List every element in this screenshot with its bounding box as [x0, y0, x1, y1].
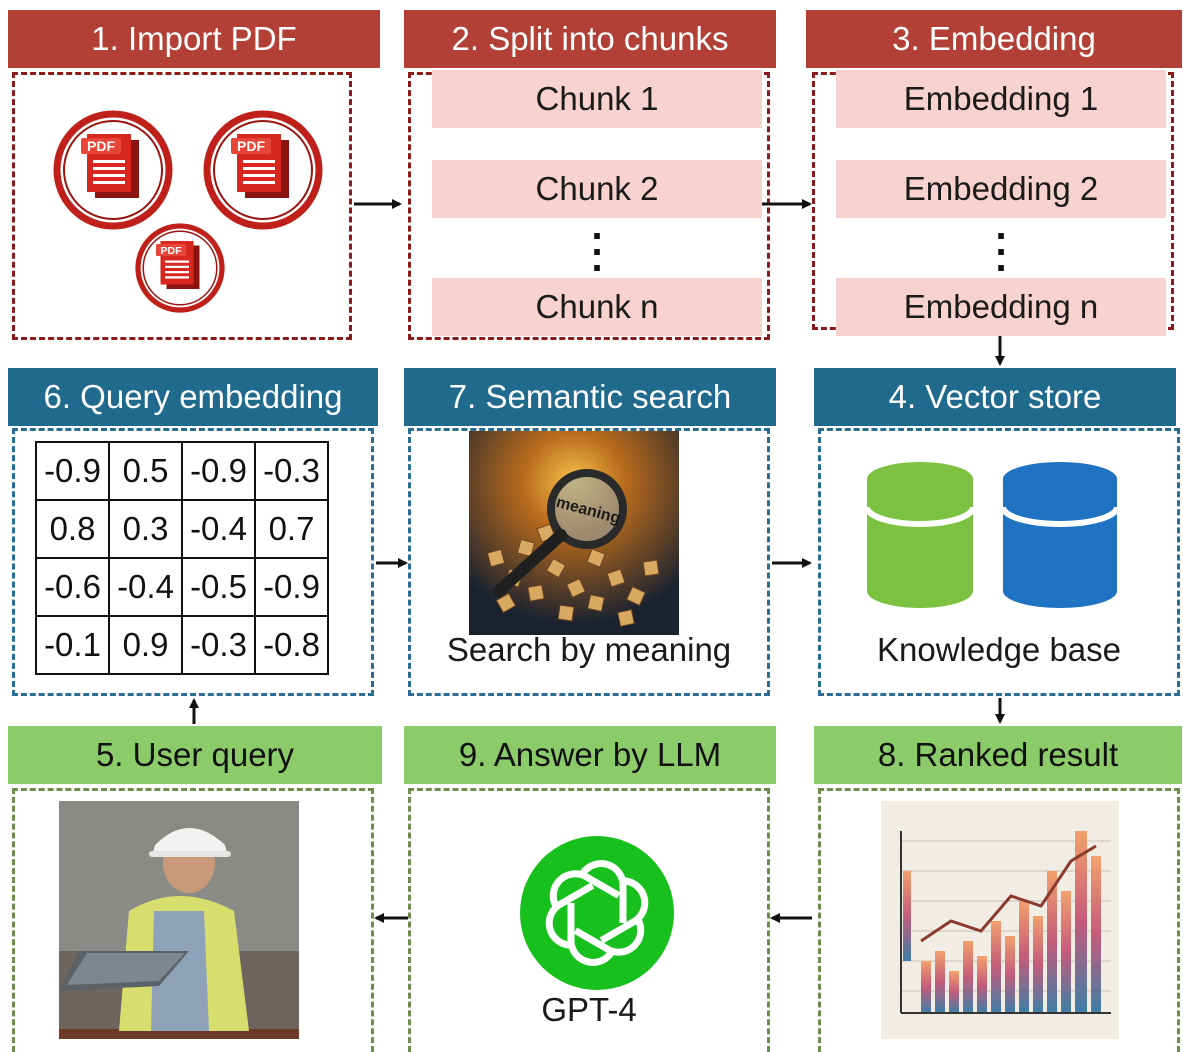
matrix-cell: 0.8 [35, 499, 110, 559]
matrix-cell: -0.6 [35, 557, 110, 617]
matrix-cell: -0.4 [108, 557, 183, 617]
chunk-label: Chunk 2 [535, 170, 659, 207]
ellipsis-dots: ... [995, 204, 1007, 280]
step-5-header: 5. User query [8, 726, 382, 784]
user-photo [59, 801, 299, 1039]
step-4-title: 4. Vector store [888, 378, 1102, 415]
import-pdf-box: PDF PDF PDF [12, 72, 352, 340]
llm-caption: GPT-4 [541, 991, 637, 1028]
ranked-chart-image [881, 801, 1119, 1039]
step-5-title: 5. User query [95, 736, 295, 773]
step-9-title: 9. Answer by LLM [458, 736, 722, 773]
chunk-item: Chunk 1 [432, 70, 762, 128]
step-9-header: 9. Answer by LLM [404, 726, 776, 784]
step-7-title: 7. Semantic search [448, 378, 732, 415]
knowledge-caption: Knowledge base [876, 631, 1122, 668]
matrix-cell: -0.5 [181, 557, 256, 617]
step-4-header: 4. Vector store [814, 368, 1176, 426]
step-8-header: 8. Ranked result [814, 726, 1182, 784]
matrix-cell: 0.5 [108, 441, 183, 501]
embedding-item: Embedding 1 [836, 70, 1166, 128]
matrix-row: -0.6-0.4-0.5-0.9 [35, 557, 329, 617]
chunk-label: Chunk 1 [535, 80, 659, 117]
user-query-box [12, 788, 374, 1052]
matrix-cell: 0.3 [108, 499, 183, 559]
matrix-cell: -0.8 [254, 615, 329, 675]
step-8-title: 8. Ranked result [877, 736, 1119, 773]
matrix-cell: -0.1 [35, 615, 110, 675]
pdf-icon-label: PDF [161, 245, 183, 257]
step-1-title: 1. Import PDF [91, 20, 297, 57]
embedding-label: Embedding n [903, 288, 1099, 325]
matrix-cell: -0.9 [181, 441, 256, 501]
chunk-item: Chunk 2 [432, 160, 762, 218]
matrix-cell: 0.9 [108, 615, 183, 675]
pdf-icon: PDF [53, 110, 173, 230]
pdf-icon-label: PDF [87, 138, 115, 154]
embedding-item: Embedding n [836, 278, 1166, 336]
embedding-item: Embedding 2 [836, 160, 1166, 218]
step-3-title: 3. Embedding [892, 20, 1096, 57]
pdf-icon-label: PDF [237, 138, 265, 154]
database-icon [865, 461, 975, 609]
ellipsis-dots: ... [591, 204, 603, 280]
matrix-cell: 0.7 [254, 499, 329, 559]
step-7-header: 7. Semantic search [404, 368, 776, 426]
embedding-label: Embedding 2 [903, 170, 1099, 207]
semantic-search-image: meaning [469, 431, 679, 635]
pdf-icon: PDF [135, 223, 225, 313]
gpt-logo-icon [519, 835, 675, 991]
step-2-header: 2. Split into chunks [404, 10, 776, 68]
step-2-title: 2. Split into chunks [451, 20, 729, 57]
chunk-label: Chunk n [535, 288, 659, 325]
chunk-item: Chunk n [432, 278, 762, 336]
matrix-cell: -0.4 [181, 499, 256, 559]
matrix-cell: -0.9 [35, 441, 110, 501]
matrix-cell: -0.9 [254, 557, 329, 617]
search-caption: Search by meaning [446, 631, 732, 668]
step-6-header: 6. Query embedding [8, 368, 378, 426]
step-6-title: 6. Query embedding [43, 378, 343, 415]
matrix-cell: -0.3 [254, 441, 329, 501]
ranked-result-box [818, 788, 1180, 1052]
pdf-icon: PDF [203, 110, 323, 230]
database-icon [1001, 461, 1119, 609]
semantic-search-box: meaning Search by meaning [408, 428, 770, 696]
step-3-header: 3. Embedding [806, 10, 1182, 68]
embedding-label: Embedding 1 [903, 80, 1099, 117]
matrix-cell: -0.3 [181, 615, 256, 675]
vector-store-box: Knowledge base [818, 428, 1180, 696]
step-1-header: 1. Import PDF [8, 10, 380, 68]
llm-answer-box: GPT-4 [408, 788, 770, 1052]
